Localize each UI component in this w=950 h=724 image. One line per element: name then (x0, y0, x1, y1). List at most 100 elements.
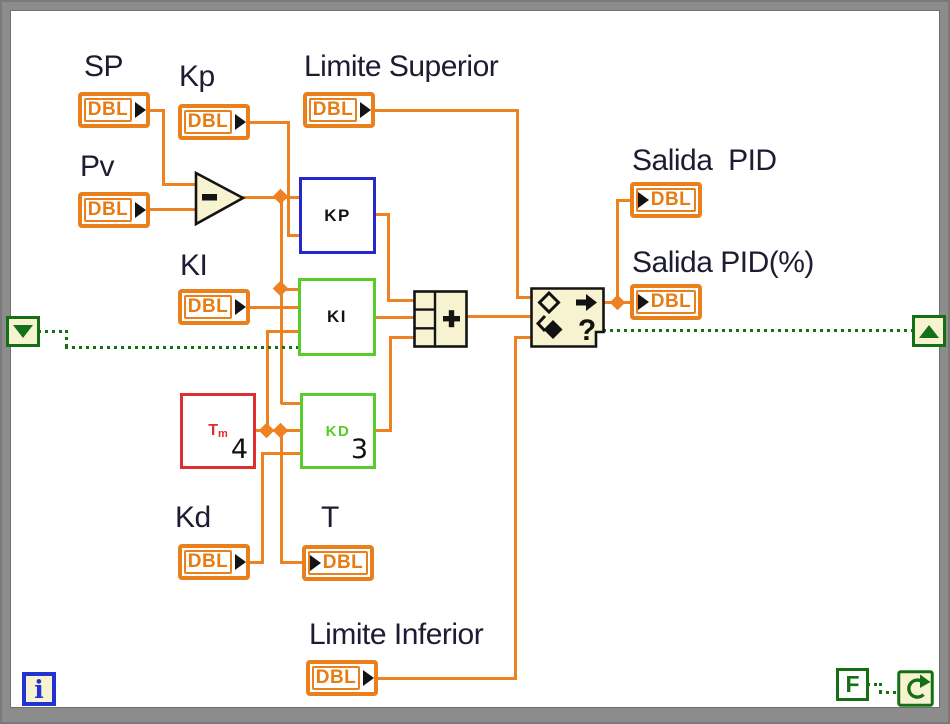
label-salida-pid-pct: Salida PID(%) (632, 246, 814, 279)
dbl-label: DBL (315, 667, 357, 688)
label-t: T (321, 501, 339, 534)
minus-icon (202, 194, 217, 201)
wire[interactable] (516, 109, 519, 298)
shift-register-left[interactable] (6, 316, 40, 347)
terminal-sp[interactable]: DBL (78, 92, 150, 128)
subtract-function[interactable] (193, 169, 249, 229)
boolean-wire[interactable] (867, 683, 882, 686)
terminal-limite-superior[interactable]: DBL (303, 92, 375, 128)
wire[interactable] (247, 121, 290, 124)
terminal-t[interactable]: DBL (302, 545, 374, 581)
boolean-wire[interactable] (38, 330, 68, 333)
terminal-pv[interactable]: DBL (78, 192, 150, 228)
false-constant[interactable]: F (836, 668, 869, 701)
wire[interactable] (162, 183, 197, 186)
label-salida-pid: Salida PID (632, 144, 777, 177)
data-out-arrow-icon (360, 102, 371, 118)
data-out-arrow-icon (363, 670, 374, 686)
wire[interactable] (281, 402, 302, 405)
wire[interactable] (376, 677, 517, 680)
up-triangle-icon (919, 324, 939, 338)
question-mark: ? (578, 314, 596, 347)
data-out-arrow-icon (135, 202, 146, 218)
subvi-kp[interactable]: KP (299, 177, 376, 254)
wire[interactable] (261, 452, 302, 455)
loop-arrow-icon (907, 674, 931, 699)
wire[interactable] (266, 330, 300, 333)
add-function[interactable] (413, 290, 468, 348)
wire[interactable] (372, 109, 519, 112)
wire[interactable] (389, 336, 415, 339)
data-out-arrow-icon (135, 102, 146, 118)
boolean-wire[interactable] (879, 691, 899, 694)
subvi-tm[interactable]: Tm 4 (180, 393, 256, 469)
wire[interactable] (616, 199, 635, 202)
plus-icon (443, 310, 460, 328)
wire[interactable] (247, 561, 263, 564)
terminal-limite-inferior[interactable]: DBL (306, 660, 378, 696)
iteration-terminal[interactable]: i (22, 672, 56, 706)
boolean-wire[interactable] (603, 329, 915, 332)
dbl-label: DBL (650, 291, 692, 312)
wire[interactable] (616, 199, 619, 303)
wire[interactable] (374, 429, 392, 432)
terminal-kp[interactable]: DBL (178, 104, 250, 140)
wire[interactable] (241, 196, 302, 199)
false-constant-label: F (845, 671, 860, 697)
label-kp: Kp (179, 60, 215, 93)
wire[interactable] (514, 336, 532, 339)
subvi-ki-label: KI (327, 307, 347, 326)
coerce-bracket-icon (535, 314, 547, 333)
wire[interactable] (261, 452, 264, 564)
wire[interactable] (266, 330, 269, 431)
data-out-arrow-icon (235, 554, 246, 570)
wire[interactable] (280, 561, 308, 564)
boolean-wire[interactable] (879, 683, 882, 694)
boolean-wire[interactable] (65, 346, 300, 349)
boolean-wire[interactable] (65, 330, 68, 348)
dbl-label: DBL (312, 99, 354, 120)
wire[interactable] (147, 208, 197, 211)
subvi-kd[interactable]: KD 3 (300, 393, 376, 469)
wire[interactable] (287, 234, 301, 237)
in-range-and-coerce-function[interactable]: ? (530, 287, 606, 349)
subvi-kd-number: 3 (350, 434, 368, 465)
wire[interactable] (247, 306, 300, 309)
wire[interactable] (281, 288, 300, 291)
label-ki: KI (180, 249, 208, 282)
wire[interactable] (162, 109, 165, 186)
subvi-kp-label: KP (324, 205, 351, 225)
terminal-kd[interactable]: DBL (178, 544, 250, 580)
wire[interactable] (389, 336, 392, 432)
subvi-ki[interactable]: KI (298, 278, 376, 356)
wire[interactable] (516, 296, 532, 299)
subvi-tm-number: 4 (230, 434, 248, 465)
wire[interactable] (280, 196, 283, 404)
subvi-kd-label: KD (325, 422, 351, 440)
data-out-arrow-icon (235, 299, 246, 315)
terminal-ki[interactable]: DBL (178, 289, 250, 325)
label-kd: Kd (175, 501, 211, 534)
wire[interactable] (374, 316, 415, 319)
wire[interactable] (466, 315, 532, 318)
loop-condition-terminal[interactable] (897, 670, 934, 707)
shift-register-right[interactable] (912, 315, 946, 347)
terminal-salida-pid-pct[interactable]: DBL (630, 284, 702, 320)
wire[interactable] (387, 213, 390, 302)
terminal-salida-pid[interactable]: DBL (630, 182, 702, 218)
lower-limit-diamond-icon (543, 320, 563, 339)
subvi-tm-label: Tm (208, 422, 228, 440)
wire[interactable] (280, 429, 283, 564)
wire[interactable] (374, 213, 390, 216)
label-pv: Pv (80, 150, 115, 183)
data-in-arrow-icon (638, 192, 649, 208)
dbl-label: DBL (187, 296, 229, 317)
wire[interactable] (514, 336, 517, 680)
wire[interactable] (147, 109, 165, 112)
dbl-label: DBL (650, 189, 692, 210)
dbl-label: DBL (87, 99, 129, 120)
wire[interactable] (387, 299, 415, 302)
wire[interactable] (287, 121, 290, 237)
block-diagram-canvas (10, 10, 940, 708)
